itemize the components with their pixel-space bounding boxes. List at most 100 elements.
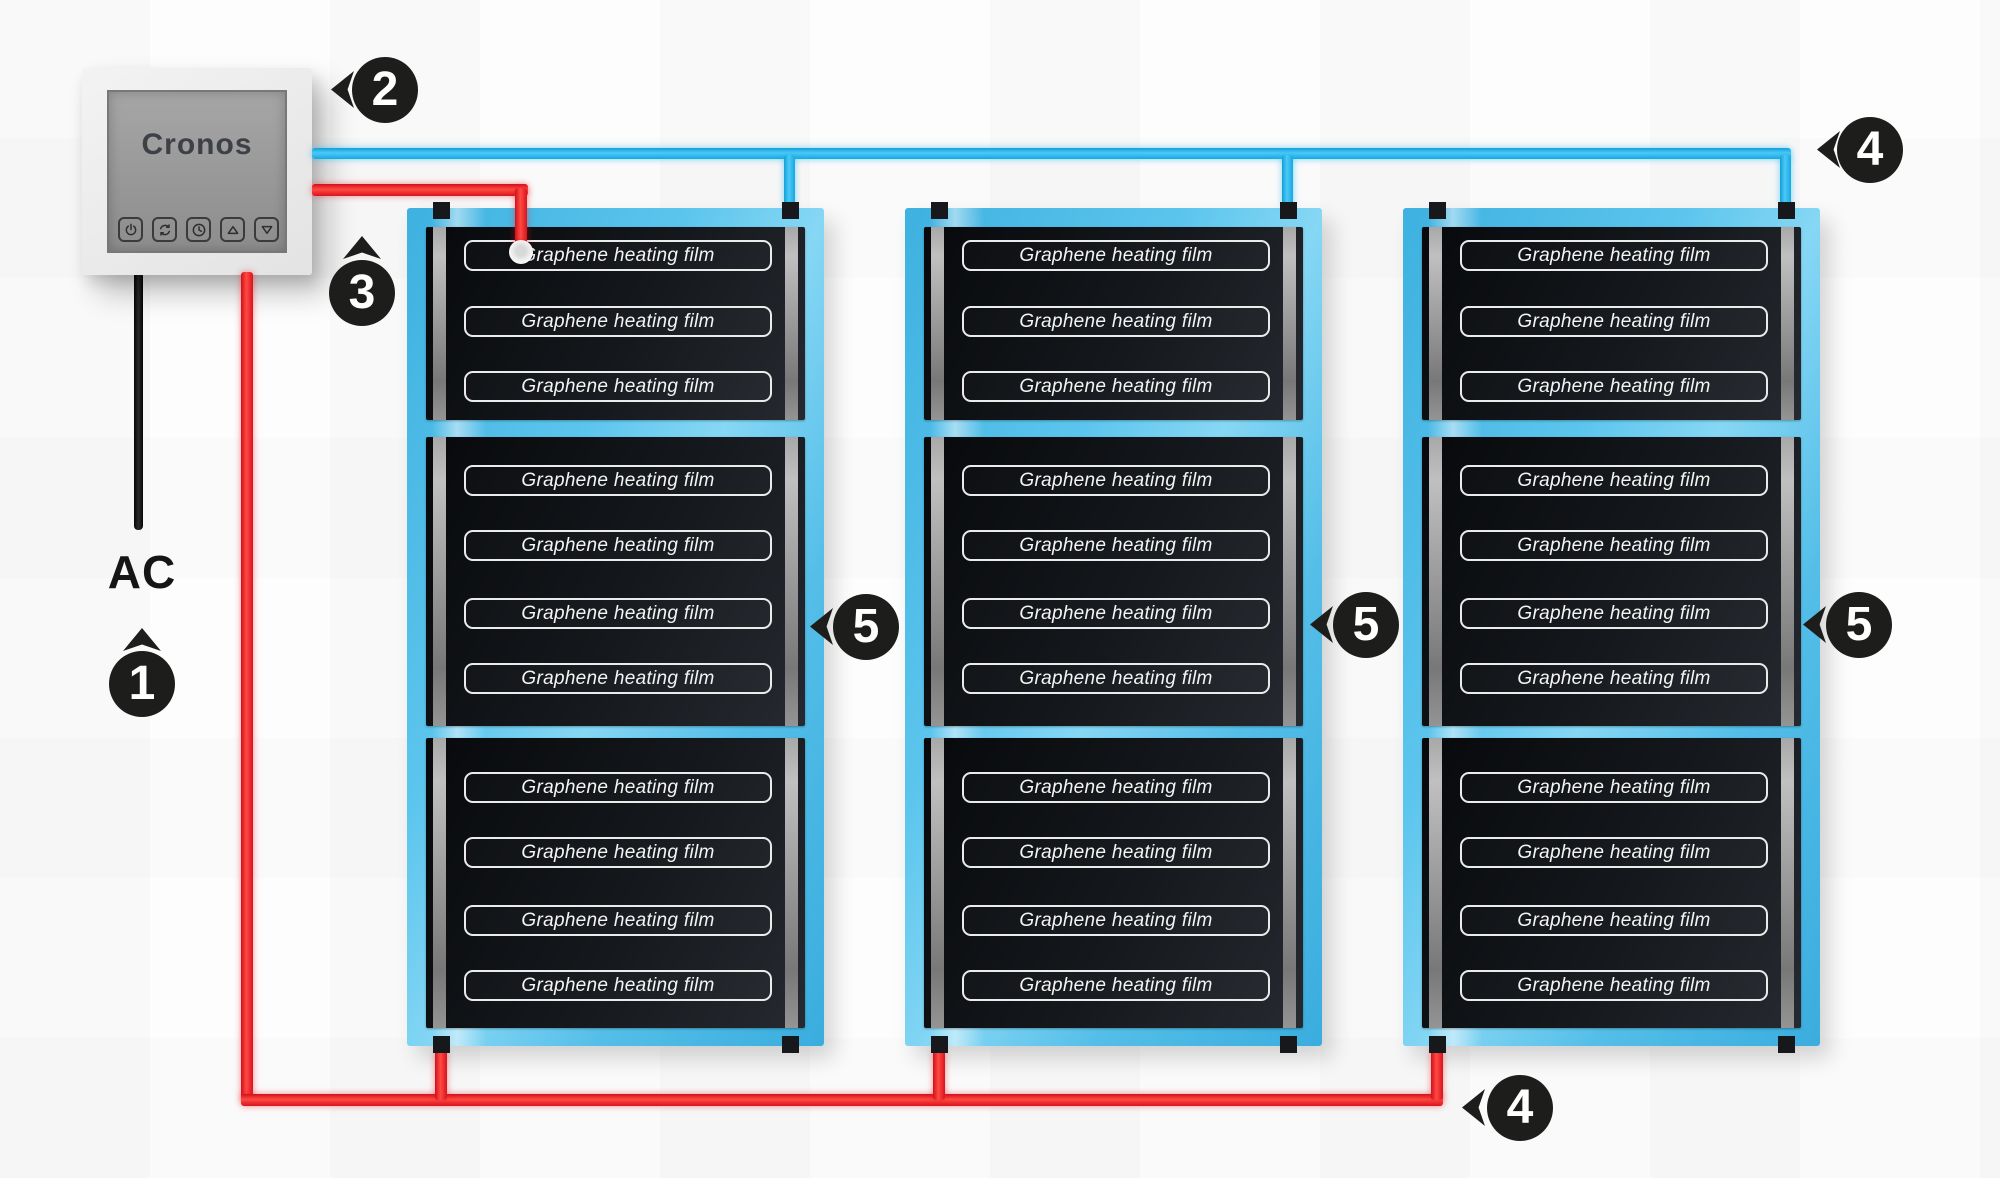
callout-2-number: 2	[371, 62, 399, 116]
blue-neutral-bus-wire	[312, 148, 1791, 159]
callout-1-number: 1	[128, 656, 156, 710]
red-feed-wire-vertical	[515, 188, 527, 248]
heating-film-label: Graphene heating film	[1517, 602, 1711, 624]
connector-tab	[931, 1036, 948, 1053]
busbar-stripe-left	[1429, 437, 1442, 726]
blue-drop-wire-panel-3	[1780, 155, 1791, 207]
heating-film-strip: Graphene heating film	[962, 905, 1270, 936]
heating-film-label: Graphene heating film	[1019, 909, 1213, 931]
heating-film-label: Graphene heating film	[521, 667, 715, 689]
callout-4-top-badge: 4	[1837, 117, 1903, 183]
heating-film-label: Graphene heating film	[1517, 244, 1711, 266]
callout-3-number: 3	[348, 265, 376, 319]
heating-film-strip: Graphene heating film	[464, 970, 772, 1001]
heating-film-strip: Graphene heating film	[464, 598, 772, 629]
red-live-wire-left	[241, 272, 253, 1101]
heating-film-strip: Graphene heating film	[1460, 371, 1768, 402]
power-icon	[125, 223, 136, 235]
brand-logo: Cronos	[141, 128, 253, 161]
busbar-stripe-left	[931, 437, 944, 726]
red-stub-wire-panel-3	[1431, 1050, 1443, 1100]
heating-film-strip: Graphene heating film	[962, 530, 1270, 561]
connector-tab	[1429, 202, 1446, 219]
red-feed-wire-horizontal	[312, 184, 528, 196]
sync-button[interactable]	[152, 217, 177, 242]
thermostat-button-row	[118, 217, 279, 242]
heating-film-label: Graphene heating film	[1019, 841, 1213, 863]
heating-film-label: Graphene heating film	[521, 534, 715, 556]
triangle-up-icon	[227, 225, 238, 234]
heating-film-label: Graphene heating film	[521, 909, 715, 931]
heating-film-label: Graphene heating film	[1517, 534, 1711, 556]
busbar-stripe-left	[931, 738, 944, 1028]
heating-film-strip: Graphene heating film	[1460, 837, 1768, 868]
heating-film-strip: Graphene heating film	[962, 465, 1270, 496]
callout-5-panel-2-number: 5	[1352, 597, 1380, 651]
heating-film-strip: Graphene heating film	[962, 772, 1270, 803]
busbar-stripe-left	[1429, 227, 1442, 420]
heating-film-label: Graphene heating film	[521, 776, 715, 798]
heating-film-strip: Graphene heating film	[962, 970, 1270, 1001]
heating-film-label: Graphene heating film	[1019, 974, 1213, 996]
down-button[interactable]	[254, 217, 279, 242]
heating-film-strip: Graphene heating film	[464, 465, 772, 496]
busbar-stripe-right	[785, 227, 798, 420]
red-stub-wire-panel-2	[933, 1050, 945, 1100]
busbar-stripe-left	[433, 437, 446, 726]
heating-film-strip: Graphene heating film	[1460, 970, 1768, 1001]
busbar-stripe-right	[1781, 738, 1794, 1028]
up-button[interactable]	[220, 217, 245, 242]
heating-film-strip: Graphene heating film	[1460, 905, 1768, 936]
busbar-stripe-right	[1283, 227, 1296, 420]
wire-terminal-cap	[509, 240, 533, 264]
heating-film-label: Graphene heating film	[1019, 469, 1213, 491]
heating-film-label: Graphene heating film	[1517, 310, 1711, 332]
blue-drop-wire-panel-1	[784, 155, 795, 207]
heating-film-strip: Graphene heating film	[962, 371, 1270, 402]
heating-film-strip: Graphene heating film	[464, 240, 772, 271]
clock-icon	[192, 223, 205, 236]
heating-film-label: Graphene heating film	[1019, 244, 1213, 266]
red-stub-wire-panel-1	[435, 1050, 447, 1100]
heating-film-label: Graphene heating film	[1019, 310, 1213, 332]
busbar-stripe-left	[433, 227, 446, 420]
callout-4-top-number: 4	[1856, 122, 1884, 176]
timer-button[interactable]	[186, 217, 211, 242]
busbar-stripe-right	[785, 437, 798, 726]
triangle-down-icon	[261, 225, 272, 234]
heating-film-label: Graphene heating film	[1019, 534, 1213, 556]
busbar-stripe-left	[433, 738, 446, 1028]
callout-5-panel-3-badge: 5	[1826, 592, 1892, 658]
connector-tab	[433, 202, 450, 219]
heating-film-strip: Graphene heating film	[1460, 465, 1768, 496]
busbar-stripe-right	[1781, 227, 1794, 420]
heating-film-label: Graphene heating film	[1517, 667, 1711, 689]
power-button[interactable]	[118, 217, 143, 242]
busbar-stripe-right	[1283, 738, 1296, 1028]
heating-film-strip: Graphene heating film	[962, 837, 1270, 868]
heating-film-label: Graphene heating film	[1517, 375, 1711, 397]
heating-film-strip: Graphene heating film	[1460, 240, 1768, 271]
heating-film-strip: Graphene heating film	[1460, 598, 1768, 629]
busbar-stripe-left	[931, 227, 944, 420]
connector-tab	[1429, 1036, 1446, 1053]
callout-3-arrow-icon	[343, 236, 381, 259]
heating-film-label: Graphene heating film	[521, 469, 715, 491]
heating-film-strip: Graphene heating film	[464, 905, 772, 936]
heating-film-strip: Graphene heating film	[962, 306, 1270, 337]
heating-film-strip: Graphene heating film	[1460, 663, 1768, 694]
heating-film-strip: Graphene heating film	[962, 240, 1270, 271]
heating-film-label: Graphene heating film	[1019, 602, 1213, 624]
heating-film-label: Graphene heating film	[1019, 667, 1213, 689]
heating-film-strip: Graphene heating film	[464, 371, 772, 402]
connector-tab	[1778, 1036, 1795, 1053]
callout-1-arrow-icon	[123, 628, 161, 651]
heating-film-label: Graphene heating film	[1517, 909, 1711, 931]
heating-film-label: Graphene heating film	[1019, 776, 1213, 798]
